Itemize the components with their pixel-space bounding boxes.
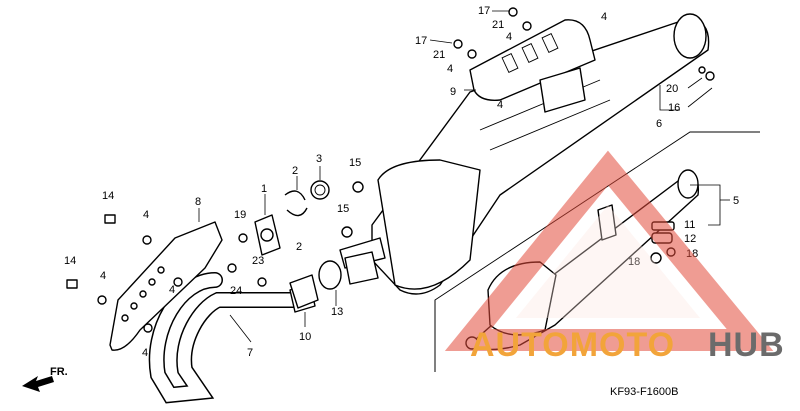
callouts: 17 21 4 4 17 21 4 9 4 20 16 6 5 11 12 18… xyxy=(64,5,739,359)
joint-parts xyxy=(66,7,715,333)
watermark-triangle-icon xyxy=(444,150,774,351)
svg-text:4: 4 xyxy=(497,99,503,111)
svg-text:4: 4 xyxy=(601,11,607,23)
svg-text:14: 14 xyxy=(102,190,114,202)
svg-text:8: 8 xyxy=(195,196,201,208)
heel-guard xyxy=(109,221,223,351)
svg-text:4: 4 xyxy=(506,31,512,43)
svg-text:17: 17 xyxy=(478,5,490,17)
svg-text:12: 12 xyxy=(684,233,696,245)
svg-text:13: 13 xyxy=(331,306,343,318)
svg-text:9: 9 xyxy=(450,86,456,98)
svg-text:20: 20 xyxy=(666,83,678,95)
svg-text:4: 4 xyxy=(100,270,106,282)
watermark: AUTOMOTO HUB xyxy=(444,150,785,364)
svg-text:15: 15 xyxy=(349,157,361,169)
svg-text:23: 23 xyxy=(252,255,264,267)
svg-text:10: 10 xyxy=(299,331,311,343)
front-label: FR. xyxy=(50,366,68,378)
svg-text:15: 15 xyxy=(337,203,349,215)
svg-text:24: 24 xyxy=(230,285,242,297)
svg-text:7: 7 xyxy=(247,347,253,359)
watermark-brand-gray: HUB xyxy=(708,326,785,364)
svg-text:11: 11 xyxy=(684,219,695,231)
svg-text:4: 4 xyxy=(143,209,149,221)
svg-text:4: 4 xyxy=(447,63,453,75)
leader-lines xyxy=(198,10,730,343)
svg-text:3: 3 xyxy=(316,153,322,165)
svg-text:4: 4 xyxy=(169,284,175,296)
svg-text:6: 6 xyxy=(656,118,662,130)
svg-text:18: 18 xyxy=(628,256,640,268)
svg-text:16: 16 xyxy=(668,102,680,114)
svg-text:19: 19 xyxy=(234,209,246,221)
svg-text:21: 21 xyxy=(492,19,504,31)
svg-text:2: 2 xyxy=(296,241,302,253)
heat-shield-top xyxy=(469,19,596,113)
exhaust-pipe xyxy=(148,272,316,404)
front-arrow-icon: FR. xyxy=(22,366,68,392)
svg-text:14: 14 xyxy=(64,255,76,267)
svg-text:21: 21 xyxy=(433,49,445,61)
watermark-brand-orange: AUTOMOTO xyxy=(470,326,675,364)
svg-text:17: 17 xyxy=(415,35,427,47)
svg-text:1: 1 xyxy=(261,183,267,195)
svg-text:5: 5 xyxy=(733,195,739,207)
svg-text:4: 4 xyxy=(142,347,148,359)
diagram-code: KF93-F1600B xyxy=(610,386,678,398)
svg-text:2: 2 xyxy=(292,165,298,177)
